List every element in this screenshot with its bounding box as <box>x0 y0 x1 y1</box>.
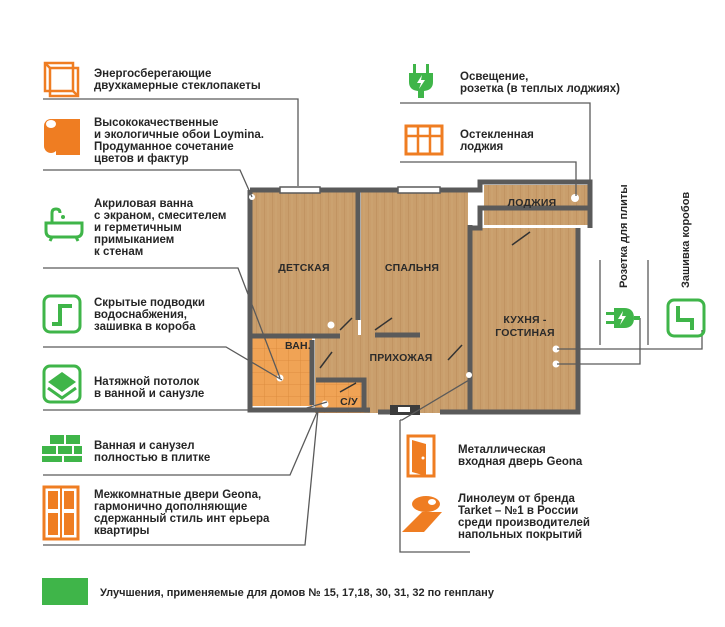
room-hall: ПРИХОЖАЯ <box>369 352 433 364</box>
box-sheathing-icon <box>666 298 706 338</box>
socket-plug-icon <box>606 308 640 328</box>
floor-kitchen <box>471 228 578 411</box>
tiles-icon <box>42 435 82 462</box>
entrance-door-icon <box>406 434 436 478</box>
feature-interior-doors: Межкомнатные двери Geona,гармонично допо… <box>94 489 270 537</box>
room-loggia: ЛОДЖИЯ <box>507 197 557 209</box>
feature-lighting: Освещение,розетка (в теплых лоджиях) <box>460 71 620 95</box>
wallpaper-roll-icon <box>44 119 80 155</box>
label-box-sheathing: Зашивка коробов <box>680 191 692 288</box>
interior-door-icon <box>42 485 80 541</box>
legend-text: Улучшения, применяемые для домов № 15, 1… <box>100 587 494 599</box>
legend-swatch <box>42 578 88 605</box>
room-kitchen-2: ГОСТИНАЯ <box>495 327 555 339</box>
pipe-icon <box>42 294 82 334</box>
stretch-ceiling-icon <box>42 364 82 404</box>
plug-icon <box>409 64 433 98</box>
label-stove-socket: Розетка для плиты <box>618 184 630 288</box>
floor-loggia <box>484 185 588 225</box>
window-icon <box>43 61 80 98</box>
room-children: ДЕТСКАЯ <box>278 262 330 274</box>
floor-bath <box>250 338 312 406</box>
room-bath: ВАН. <box>285 340 311 352</box>
bathtub-icon <box>44 207 84 242</box>
linoleum-roll-icon <box>402 496 442 532</box>
floor-bedroom <box>361 190 468 335</box>
room-toilet: С/У <box>340 396 358 408</box>
floor-children <box>250 190 358 335</box>
room-kitchen-1: КУХНЯ - <box>503 314 547 326</box>
balcony-window-icon <box>404 124 444 156</box>
room-bedroom: СПАЛЬНЯ <box>384 262 440 274</box>
